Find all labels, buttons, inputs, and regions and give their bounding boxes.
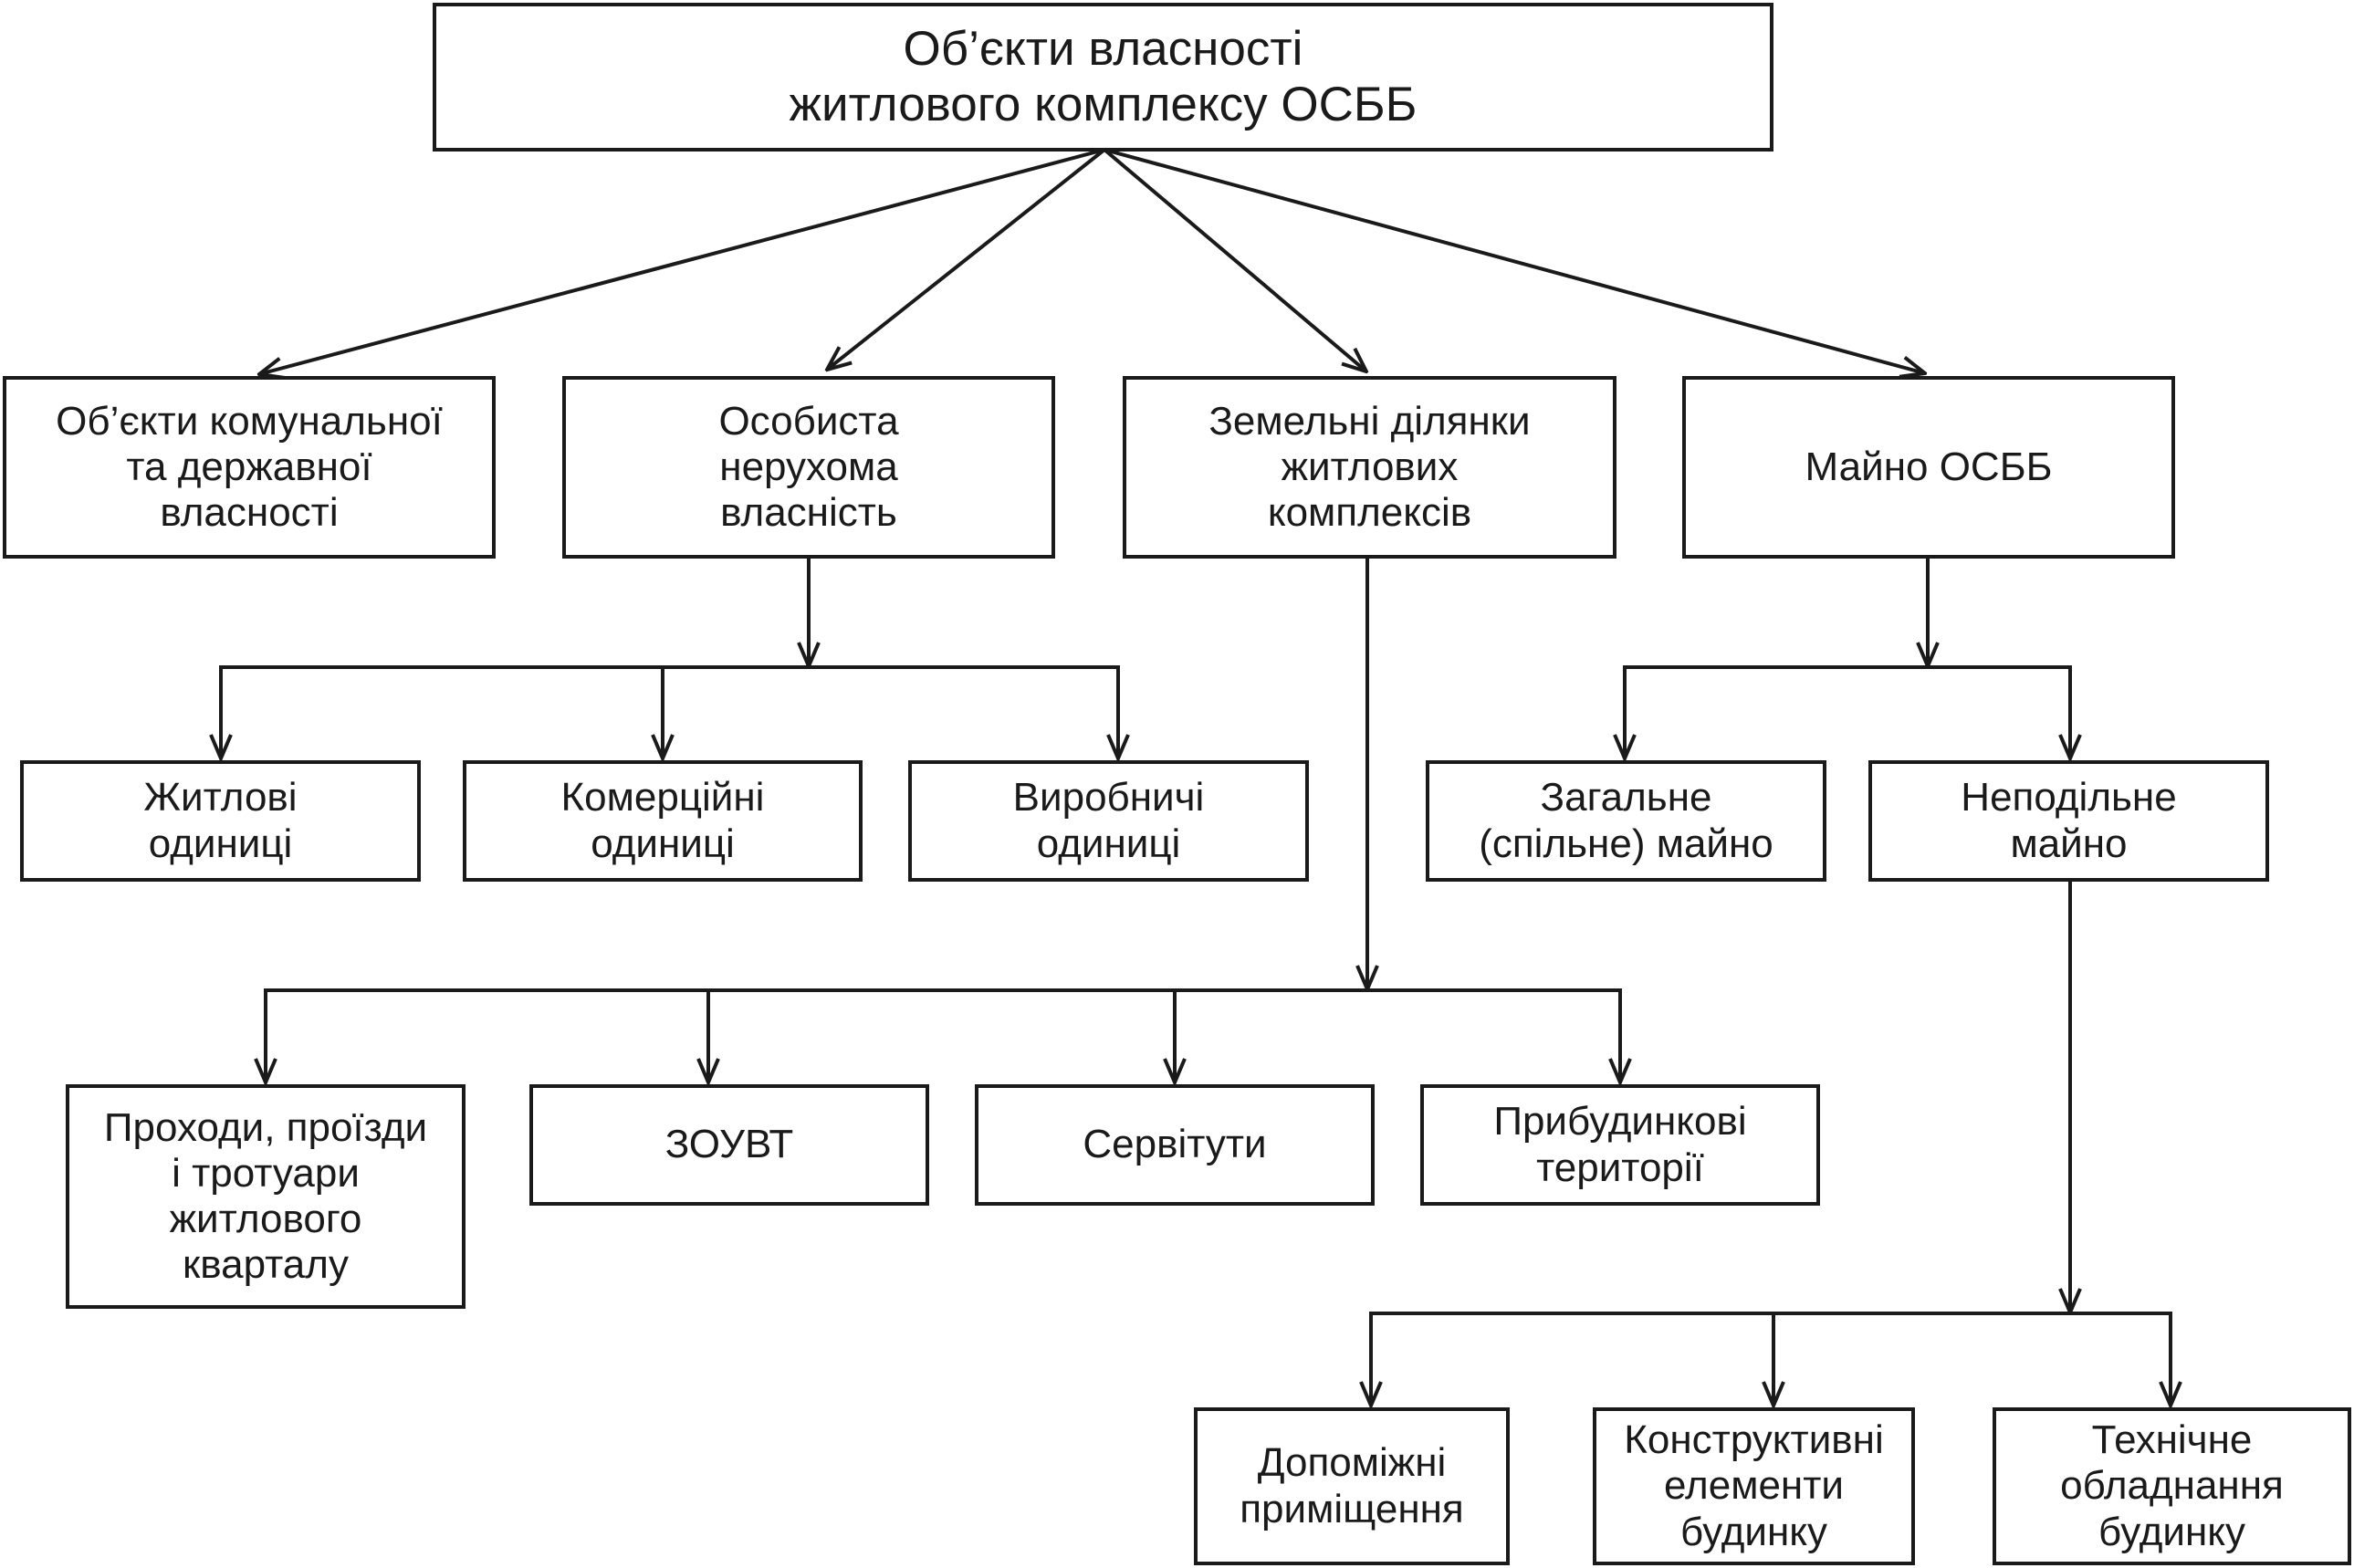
- node-label-line: майно: [2010, 821, 2128, 866]
- node-label-line: власності: [160, 490, 339, 536]
- node-label-line: власність: [720, 490, 897, 536]
- arrow-root-to-osbb: [1104, 148, 1925, 373]
- node-label-line: кварталу: [183, 1242, 349, 1288]
- node-label-line: Сервітути: [1083, 1122, 1267, 1167]
- node-label-line: ЗОУВТ: [664, 1122, 794, 1167]
- arrow-root-to-communal: [259, 148, 1105, 374]
- root-node-housing-complex-property: Об’єкти власності житлового комплексу ОС…: [433, 3, 1773, 152]
- node-zouvt: ЗОУВТ: [529, 1084, 929, 1206]
- node-label-line: обладнання: [2060, 1463, 2284, 1509]
- node-label-line: Земельні ділянки: [1208, 398, 1531, 444]
- node-auxiliary-premises: Допоміжні приміщення: [1194, 1407, 1510, 1565]
- node-label-line: нерухома: [719, 444, 898, 489]
- node-passages-sidewalks: Проходи, проїзди і тротуари житлового кв…: [66, 1084, 466, 1309]
- node-label-line: Проходи, проїзди: [103, 1104, 428, 1150]
- node-label-line: елементи: [1664, 1463, 1844, 1509]
- node-label-line: Житлові: [143, 775, 298, 821]
- node-adjacent-territories: Прибудинкові території: [1420, 1084, 1820, 1206]
- node-label-line: Технічне: [2091, 1417, 2253, 1463]
- arrow-root-to-personal: [827, 148, 1106, 370]
- node-indivisible-property: Неподільне майно: [1868, 760, 2269, 882]
- node-label-line: приміщення: [1240, 1486, 1464, 1531]
- node-label-line: (спільне) майно: [1479, 821, 1773, 866]
- node-label-line: будинку: [2098, 1509, 2246, 1554]
- node-common-property: Загальне (спільне) майно: [1426, 760, 1826, 882]
- node-label-line: житлового: [169, 1197, 362, 1241]
- node-label-line: одиниці: [1036, 821, 1181, 866]
- node-servitudes: Сервітути: [975, 1084, 1375, 1206]
- node-label-line: одиниці: [148, 821, 293, 866]
- node-label-line: Конструктивні: [1624, 1417, 1884, 1463]
- node-label-line: Об’єкти власності: [903, 22, 1303, 77]
- node-label-line: Загальне: [1540, 775, 1712, 821]
- node-industrial-units: Виробничі одиниці: [908, 760, 1309, 882]
- node-personal-real-estate: Особиста нерухома власність: [562, 376, 1055, 559]
- node-osbb-property: Майно ОСББ: [1682, 376, 2175, 559]
- node-label-line: Майно ОСББ: [1805, 444, 2053, 489]
- node-technical-equipment: Технічне обладнання будинку: [1993, 1407, 2351, 1565]
- node-commercial-units: Комерційні одиниці: [463, 760, 863, 882]
- node-label-line: комплексів: [1267, 490, 1472, 536]
- node-structural-elements: Конструктивні елементи будинку: [1593, 1407, 1915, 1565]
- node-residential-units: Житлові одиниці: [20, 760, 421, 882]
- node-label-line: одиниці: [591, 821, 735, 866]
- node-communal-state-property: Об’єкти комунальної та державної власнос…: [3, 376, 496, 559]
- node-label-line: житлового комплексу ОСББ: [789, 77, 1418, 131]
- node-label-line: Об’єкти комунальної: [56, 398, 443, 444]
- node-label-line: і тротуари: [172, 1150, 360, 1196]
- node-label-line: Особиста: [718, 398, 899, 444]
- node-label-line: Прибудинкові: [1493, 1099, 1747, 1145]
- node-land-plots: Земельні ділянки житлових комплексів: [1123, 376, 1616, 559]
- node-label-line: будинку: [1679, 1509, 1828, 1554]
- node-label-line: Допоміжні: [1257, 1440, 1447, 1486]
- node-label-line: та державної: [126, 444, 372, 489]
- node-label-line: Комерційні: [560, 775, 765, 821]
- node-label-line: Неподільне: [1961, 775, 2177, 821]
- arrow-root-to-land: [1103, 148, 1366, 371]
- node-label-line: Виробничі: [1012, 775, 1205, 821]
- node-label-line: території: [1536, 1145, 1704, 1190]
- node-label-line: житлових: [1281, 444, 1459, 489]
